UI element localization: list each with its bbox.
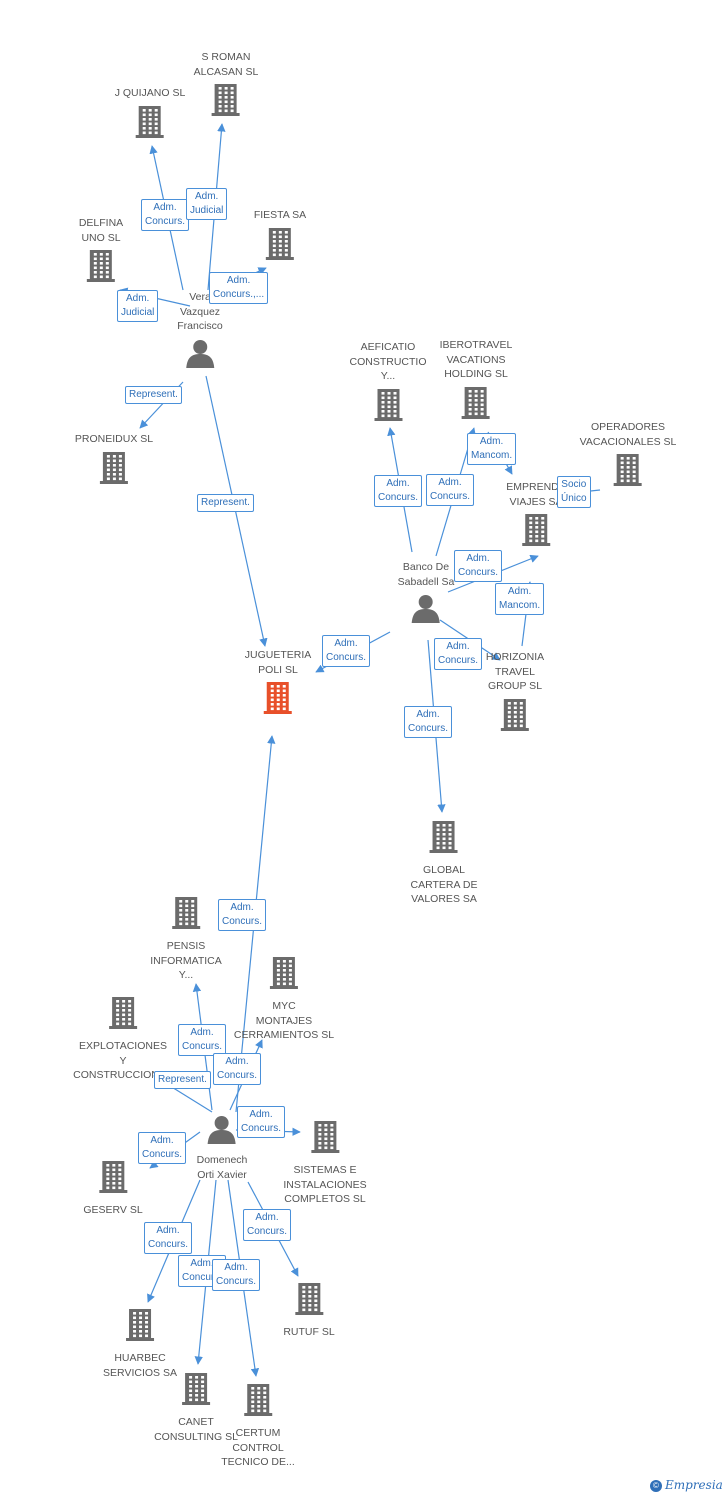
node-label: RUTUF SL (283, 1326, 335, 1338)
node-explot[interactable]: EXPLOTACIONES Y CONSTRUCCIONES (73, 996, 173, 1083)
edge-label[interactable]: Adm. Concurs. (454, 550, 503, 582)
node-juguet[interactable]: JUGUETERIA POLI SL (244, 648, 312, 720)
node-label: GLOBAL CARTERA DE VALORES SA (410, 864, 478, 905)
node-geserv[interactable]: GESERV SL (83, 1160, 143, 1218)
person-icon (197, 1114, 248, 1149)
node-label: IBEROTRAVEL VACATIONS HOLDING SL (439, 339, 513, 380)
node-rutuf[interactable]: RUTUF SL (283, 1282, 335, 1340)
company-icon (283, 1120, 366, 1159)
node-sistemas[interactable]: SISTEMAS E INSTALACIONES COMPLETOS SL (283, 1120, 367, 1207)
node-label: FIESTA SA (253, 209, 307, 221)
company-icon (580, 453, 677, 492)
edge-label[interactable]: Adm. Concurs. (434, 638, 483, 670)
node-sroman[interactable]: S ROMAN ALCASAN SL (193, 50, 259, 122)
node-huarbec[interactable]: HUARBEC SERVICIOS SA (103, 1308, 177, 1380)
company-icon (194, 83, 259, 122)
node-jquijano[interactable]: J QUIJANO SL (114, 86, 186, 144)
node-label: SISTEMAS E INSTALACIONES COMPLETOS SL (283, 1164, 367, 1205)
node-label: JUGUETERIA POLI SL (244, 649, 312, 676)
node-horizonia[interactable]: HORIZONIA TRAVEL GROUP SL (486, 650, 544, 737)
company-icon (221, 1383, 295, 1422)
edge-label[interactable]: Represent. (197, 494, 254, 512)
edge-label[interactable]: Adm. Concurs. (237, 1106, 286, 1138)
node-myc[interactable]: MYC MONTAJES CERRAMIENTOS SL (234, 956, 334, 1043)
edge-label[interactable]: Adm. Concurs. (243, 1209, 292, 1241)
node-label: Banco De Sabadell Sa (397, 561, 455, 588)
company-icon (234, 956, 334, 995)
node-label: PRONEIDUX SL (74, 433, 154, 445)
edge-label[interactable]: Adm. Concurs. (213, 1053, 262, 1085)
node-pensis[interactable]: PENSIS INFORMATICA Y... (150, 896, 222, 983)
company-icon (79, 249, 123, 288)
company-icon (73, 996, 173, 1035)
node-label: GESERV SL (83, 1204, 143, 1216)
node-global[interactable]: GLOBAL CARTERA DE VALORES SA (410, 820, 478, 907)
node-vera[interactable]: Vera Vazquez Francisco (177, 290, 223, 373)
node-emprende[interactable]: EMPRENDE VIAJES SA (506, 480, 566, 552)
company-icon (150, 896, 222, 935)
edge-label[interactable]: Represent. (154, 1071, 211, 1089)
node-proneidux[interactable]: PRONEIDUX SL (75, 432, 153, 490)
company-icon (283, 1282, 334, 1321)
edge-label[interactable]: Adm. Concurs. (212, 1259, 261, 1291)
node-aeficatio[interactable]: AEFICATIO CONSTRUCTIO Y... (350, 340, 427, 427)
node-label: Domenech Orti Xavier (196, 1154, 248, 1181)
company-icon (486, 698, 544, 737)
node-label: PENSIS INFORMATICA Y... (150, 940, 222, 981)
node-label: S ROMAN ALCASAN SL (193, 51, 259, 78)
edge-label[interactable]: Adm. Concurs. (141, 199, 190, 231)
node-canet[interactable]: CANET CONSULTING SL (154, 1372, 238, 1444)
company-icon (440, 386, 513, 425)
node-label: MYC MONTAJES CERRAMIENTOS SL (233, 1000, 335, 1041)
company-icon (506, 513, 566, 552)
person-icon (177, 338, 223, 373)
node-domenech[interactable]: Domenech Orti Xavier (196, 1114, 248, 1182)
node-fiesta[interactable]: FIESTA SA (254, 208, 306, 266)
brand-name: Empresia (665, 1478, 723, 1492)
main-company-icon (245, 681, 312, 720)
edge-label[interactable]: Socio Único (557, 476, 591, 508)
node-certum[interactable]: CERTUM CONTROL TECNICO DE... (221, 1383, 295, 1470)
edge-label[interactable]: Adm. Concurs.,... (209, 272, 269, 304)
company-icon (115, 105, 186, 144)
edge-label[interactable]: Adm. Concurs. (138, 1132, 187, 1164)
edge-label[interactable]: Represent. (125, 386, 182, 404)
node-label: EMPRENDE VIAJES SA (506, 481, 566, 508)
node-label: OPERADORES VACACIONALES SL (579, 421, 677, 448)
copyright-icon: © (650, 1479, 662, 1492)
company-icon (75, 451, 153, 490)
edge-label[interactable]: Adm. Concurs. (322, 635, 371, 667)
edge-label[interactable]: Adm. Concurs. (178, 1024, 227, 1056)
node-label: DELFINA UNO SL (78, 217, 124, 244)
edge-label[interactable]: Adm. Concurs. (374, 475, 423, 507)
node-operadores[interactable]: OPERADORES VACACIONALES SL (579, 420, 677, 492)
edge-label[interactable]: Adm. Mancom. (467, 433, 517, 465)
node-label: AEFICATIO CONSTRUCTIO Y... (349, 341, 427, 382)
company-icon (411, 820, 478, 859)
edge-label[interactable]: Adm. Concurs. (426, 474, 475, 506)
node-delfina[interactable]: DELFINA UNO SL (79, 216, 123, 288)
person-icon (398, 593, 455, 628)
edge-label[interactable]: Adm. Mancom. (495, 583, 545, 615)
edge-label[interactable]: Adm. Judicial (117, 290, 159, 322)
node-iberotravel[interactable]: IBEROTRAVEL VACATIONS HOLDING SL (439, 338, 513, 425)
edge-label[interactable]: Adm. Judicial (186, 188, 228, 220)
company-icon (254, 227, 306, 266)
company-icon (350, 388, 427, 427)
node-label: CANET CONSULTING SL (154, 1416, 238, 1443)
edge-label[interactable]: Adm. Concurs. (404, 706, 453, 738)
node-label: EXPLOTACIONES Y CONSTRUCCIONES (73, 1040, 173, 1081)
node-label: J QUIJANO SL (114, 87, 186, 99)
node-label: HORIZONIA TRAVEL GROUP SL (485, 651, 545, 692)
node-label: HUARBEC SERVICIOS SA (103, 1352, 177, 1379)
node-sabadell[interactable]: Banco De Sabadell Sa (397, 560, 455, 628)
edge-label[interactable]: Adm. Concurs. (218, 899, 267, 931)
empresia-logo[interactable]: ©Empresia (650, 1478, 723, 1492)
company-icon (154, 1372, 238, 1411)
company-icon (103, 1308, 177, 1347)
node-label: Vera Vazquez Francisco (177, 291, 223, 332)
company-icon (83, 1160, 142, 1199)
edge-label[interactable]: Adm. Concurs. (144, 1222, 193, 1254)
node-label: CERTUM CONTROL TECNICO DE... (221, 1427, 295, 1468)
